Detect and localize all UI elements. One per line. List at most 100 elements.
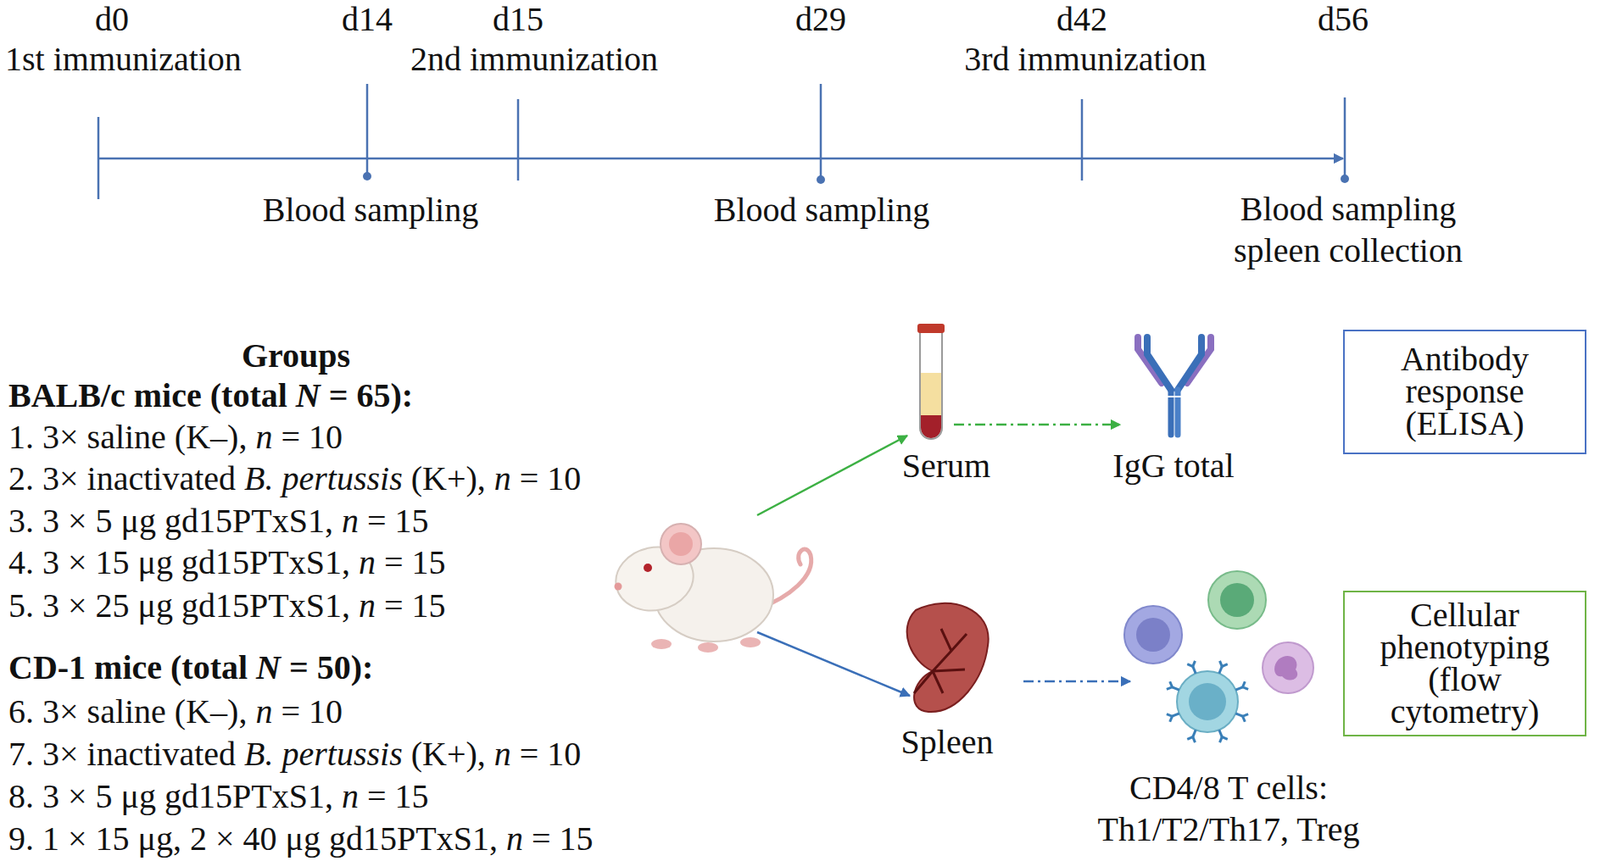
antibody-icon: [1166, 395, 1182, 398]
label-text: Blood sampling spleen collection: [1212, 188, 1484, 272]
text-run: 8. 3 × 5 μg gd15PTxS1,: [8, 777, 342, 816]
spleen-picture: [907, 603, 989, 713]
text-run: d14: [341, 0, 393, 39]
antibody-icon: [1137, 337, 1211, 435]
serum-tube: [920, 415, 942, 439]
mouse-picture: [651, 639, 672, 650]
text-run: Blood sampling spleen collection: [1233, 189, 1463, 270]
text-run: n: [255, 418, 273, 457]
text-run: Blood sampling: [713, 190, 930, 229]
serum-tube: [919, 332, 943, 440]
label-text: Blood sampling: [713, 189, 930, 231]
cell-picture: [1188, 683, 1227, 721]
label-text: d15: [492, 0, 544, 40]
spleen-picture: [914, 629, 967, 694]
cell-picture: [1176, 671, 1238, 733]
text-run: 6. 3× saline (K–),: [8, 692, 256, 731]
label-text: 7. 3× inactivated B. pertussis (K+), n =…: [8, 733, 581, 775]
text-run: d42: [1056, 0, 1108, 39]
cell-picture: [1220, 737, 1228, 744]
timeline: [97, 117, 101, 200]
cell-picture: [1187, 737, 1195, 744]
label-text: Blood sampling: [262, 189, 479, 231]
cell-picture: [1243, 681, 1249, 690]
text-run: = 10: [272, 418, 343, 457]
text-run: n: [494, 735, 512, 774]
serum-tube: [917, 323, 945, 440]
label-text: CD-1 mice (total N = 50):: [8, 646, 374, 689]
sampling-dot: [362, 172, 372, 181]
mouse-picture: [660, 524, 702, 565]
cell-picture: [1274, 656, 1298, 681]
text-run: = 50):: [280, 648, 374, 687]
text-run: 3rd immunization: [964, 39, 1207, 79]
label-text: 8. 3 × 5 μg gd15PTxS1, n = 15: [8, 775, 430, 818]
text-run: 1. 3× saline (K–),: [8, 418, 256, 457]
text-run: BALB/c mice (total: [8, 376, 296, 415]
text-run: Blood sampling: [262, 190, 479, 229]
flow-arrow: [953, 423, 1121, 427]
text-run: 1st immunization: [5, 39, 242, 79]
text-run: n: [358, 586, 376, 625]
mouse-picture: [643, 563, 653, 573]
label-text: d42: [1056, 0, 1108, 40]
timeline: [517, 99, 520, 181]
label-text: Spleen: [901, 721, 994, 764]
text-run: N: [295, 376, 321, 415]
text-run: = 15: [523, 819, 594, 859]
mouse-picture: [740, 637, 761, 648]
antibody-icon: [1177, 337, 1202, 391]
text-run: d56: [1317, 0, 1369, 39]
text-run: = 10: [511, 735, 582, 774]
text-run: (K+),: [402, 735, 495, 774]
label-text: 9. 1 × 15 μg, 2 × 40 μg gd15PTxS1, n = 1…: [8, 818, 594, 860]
text-run: 2. 3× inactivated: [8, 459, 245, 498]
timeline: [98, 83, 1345, 200]
cell-picture: [1166, 714, 1173, 723]
label-text: IgG total: [1112, 445, 1234, 487]
label-text: Serum: [902, 445, 991, 487]
timeline: [1343, 97, 1347, 179]
label-text: d56: [1317, 0, 1369, 40]
mouse-picture: [697, 642, 719, 653]
text-run: CD4/8 T cells: Th1/T2/Th17, Treg: [1098, 769, 1361, 849]
mouse-picture: [609, 524, 811, 653]
label-text: 5. 3 × 25 μg gd15PTxS1, n = 15: [8, 585, 446, 627]
label-text: Groups: [241, 334, 351, 377]
label-text: 3. 3 × 5 μg gd15PTxS1, n = 15: [8, 500, 430, 542]
timeline: [366, 83, 369, 177]
serum-tube: [920, 373, 942, 416]
label-text: BALB/c mice (total N = 65):: [8, 374, 413, 417]
cell-picture: [1187, 661, 1195, 668]
text-run: IgG total: [1112, 446, 1234, 486]
text-run: = 65):: [320, 376, 413, 415]
text-run: n: [255, 692, 273, 731]
text-run: = 15: [375, 586, 446, 625]
text-run: d15: [492, 0, 544, 39]
text-run: Groups: [241, 336, 351, 375]
cell-picture: [1136, 618, 1171, 653]
flow-arrow: [1023, 680, 1131, 684]
text-run: = 15: [375, 543, 446, 582]
text-run: 5. 3 × 25 μg gd15PTxS1,: [8, 586, 359, 625]
method-box: Cellular phenotyping (flow cytometry): [1343, 590, 1587, 737]
timeline: [98, 157, 1344, 161]
text-run: = 10: [511, 459, 582, 498]
label-text: d29: [795, 0, 847, 40]
text-run: n: [341, 501, 359, 541]
text-run: N: [256, 648, 281, 687]
text-run: = 15: [358, 777, 430, 816]
cell-picture: [1243, 714, 1249, 723]
timeline: [1081, 99, 1084, 181]
mouse-picture: [614, 583, 623, 591]
cell-picture: [1220, 583, 1255, 618]
text-run: 9. 1 × 15 μg, 2 × 40 μg gd15PTxS1,: [8, 819, 507, 859]
text-run: d29: [795, 0, 847, 39]
label-text: 1st immunization: [5, 38, 242, 80]
text-run: (K+),: [402, 459, 495, 498]
sampling-dot: [816, 175, 826, 184]
text-run: n: [341, 777, 359, 816]
box-text: Cellular phenotyping (flow cytometry): [1356, 599, 1573, 729]
text-run: B. pertussis: [244, 459, 403, 498]
